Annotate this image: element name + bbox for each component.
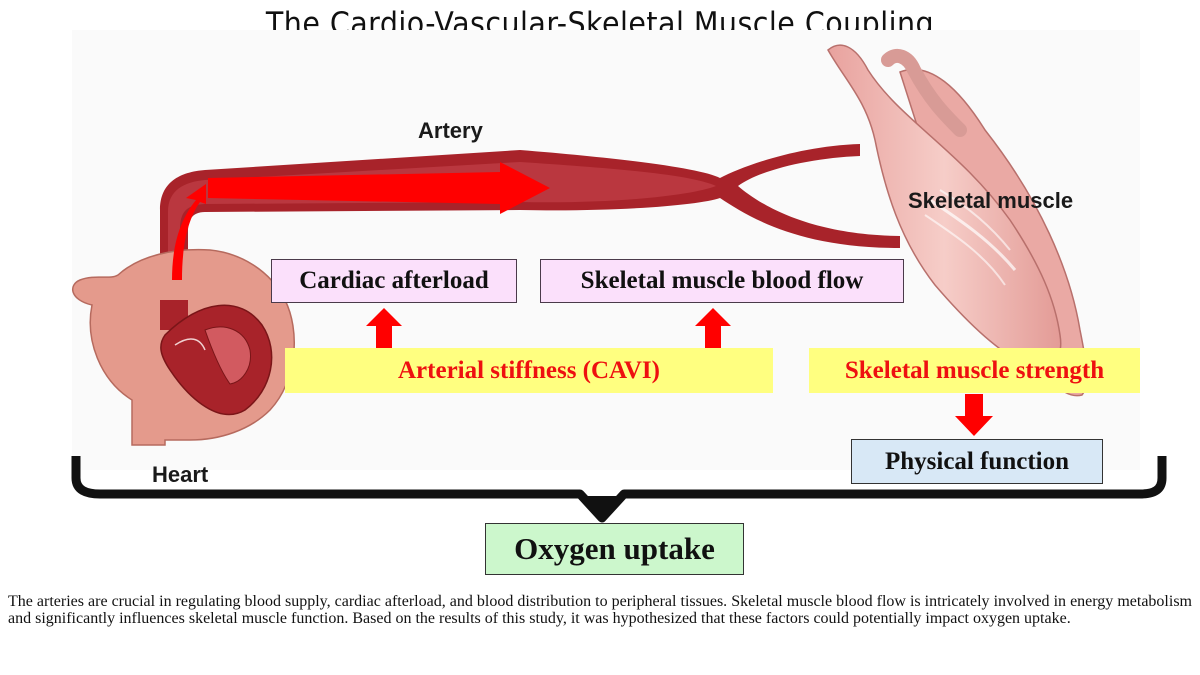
skeletal-muscle-blood-flow-box: Skeletal muscle blood flow <box>540 259 904 303</box>
heart-illustration <box>71 248 295 446</box>
red-arrow-icon <box>695 308 731 348</box>
skeletal-muscle-illustration <box>827 44 1088 397</box>
skeletal-muscle-label: Skeletal muscle <box>908 188 1074 213</box>
red-arrow-icon <box>955 394 993 436</box>
figure-caption: The arteries are crucial in regulating b… <box>8 593 1192 627</box>
red-arrow-icon <box>366 308 402 348</box>
blood-flow-arrow <box>172 162 550 280</box>
artery-label: Artery <box>418 118 483 143</box>
heart-label: Heart <box>152 462 209 487</box>
arterial-stiffness-box: Arterial stiffness (CAVI) <box>285 348 773 393</box>
oxygen-uptake-box: Oxygen uptake <box>485 523 744 575</box>
cardiac-afterload-box: Cardiac afterload <box>271 259 517 303</box>
diagram-illustration <box>71 44 1167 523</box>
physical-function-box: Physical function <box>851 439 1103 484</box>
skeletal-muscle-strength-box: Skeletal muscle strength <box>809 348 1140 393</box>
